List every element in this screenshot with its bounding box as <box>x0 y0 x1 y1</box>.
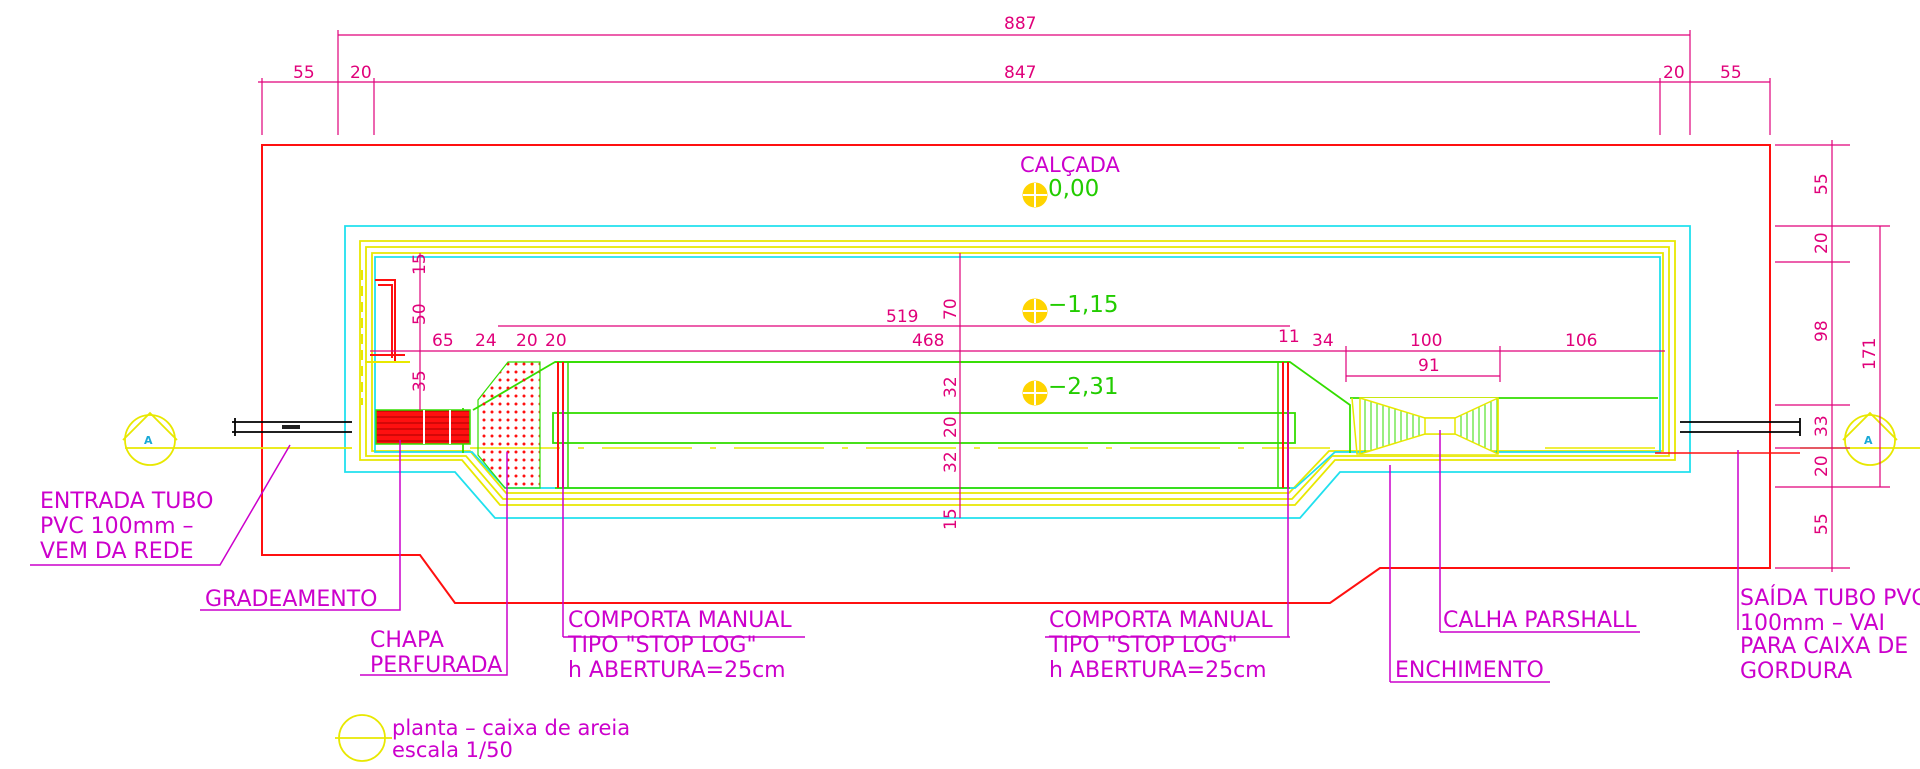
dim-468: 468 <box>912 331 944 351</box>
dim-v35: 35 <box>410 370 430 392</box>
parshall-flume <box>1351 397 1499 455</box>
level-marker-mid <box>1022 298 1048 324</box>
dimension-lines-vertical <box>419 253 961 518</box>
dim-91: 91 <box>1418 356 1440 376</box>
screening-label: GRADEAMENTO <box>205 587 377 612</box>
svg-text:COMPORTA MANUAL: COMPORTA MANUAL <box>568 608 792 633</box>
gate-left-label: COMPORTA MANUAL TIPO "STOP LOG" h ABERTU… <box>567 608 792 683</box>
dim-34: 34 <box>1312 331 1334 351</box>
stop-log-gate-right <box>1277 362 1289 488</box>
level-bottom: −2,31 <box>1048 374 1118 400</box>
section-marker-left: A <box>122 411 178 466</box>
dim-left-margin: 55 <box>293 63 315 83</box>
svg-text:h ABERTURA=25cm: h ABERTURA=25cm <box>568 658 786 683</box>
svg-text:100mm – VAI: 100mm – VAI <box>1740 611 1885 636</box>
grit-channel <box>552 412 1296 444</box>
dimension-lines-internal <box>370 325 1665 382</box>
perforated-plate <box>477 361 541 489</box>
svg-text:VEM DA REDE: VEM DA REDE <box>40 539 194 564</box>
sidewalk-label: CALÇADA <box>1020 153 1121 177</box>
dim-v20: 20 <box>941 416 961 438</box>
dim-106: 106 <box>1565 331 1597 351</box>
perforated-plate-label: CHAPA PERFURADA <box>370 628 502 678</box>
dim-519: 519 <box>886 307 918 327</box>
fill-label: ENCHIMENTO <box>1395 658 1544 683</box>
wall-line-2 <box>365 246 1670 500</box>
dim-v32a: 32 <box>941 376 961 398</box>
outer-wall-cyan <box>344 225 1691 519</box>
inlet-pipe <box>232 418 352 436</box>
svg-text:A: A <box>1864 434 1873 447</box>
dim-v15-top: 15 <box>410 253 430 275</box>
dim-100: 100 <box>1410 331 1442 351</box>
parshall-label: CALHA PARSHALL <box>1443 608 1637 633</box>
section-marker-right: A <box>1842 411 1898 466</box>
svg-text:ENTRADA TUBO: ENTRADA TUBO <box>40 489 213 514</box>
svg-text:SAÍDA TUBO PVC: SAÍDA TUBO PVC <box>1740 585 1920 611</box>
dim-left-wall: 20 <box>350 63 372 83</box>
dim-inner: 847 <box>1004 63 1036 83</box>
svg-text:PERFURADA: PERFURADA <box>370 653 502 678</box>
dim-v15-bottom: 15 <box>941 508 961 530</box>
svg-text:GORDURA: GORDURA <box>1740 659 1852 684</box>
inner-tank <box>374 256 1661 489</box>
dimension-lines-top <box>258 30 1771 135</box>
dim-24: 24 <box>475 331 497 351</box>
outlet-label: SAÍDA TUBO PVC 100mm – VAI PARA CAIXA DE… <box>1740 585 1920 684</box>
dim-total: 887 <box>1004 14 1036 34</box>
dim-r20a: 20 <box>1812 232 1832 254</box>
dim-r55b: 55 <box>1812 513 1832 535</box>
level-marker-bottom <box>1022 380 1048 406</box>
main-chamber <box>462 361 1351 453</box>
dim-r55a: 55 <box>1812 173 1832 195</box>
svg-text:PVC 100mm –: PVC 100mm – <box>40 514 194 539</box>
caption-title: planta – caixa de areia <box>392 716 630 740</box>
dim-20b: 20 <box>545 331 567 351</box>
dim-v50: 50 <box>410 303 430 325</box>
wall-line-3 <box>371 252 1664 494</box>
sidewalk-outline <box>261 144 1771 604</box>
dim-r171: 171 <box>1860 338 1880 370</box>
inlet-box <box>361 270 410 405</box>
dim-r33: 33 <box>1812 415 1832 437</box>
outlet-pipe <box>1680 418 1801 436</box>
dimension-lines-right <box>1775 140 1890 572</box>
wall-line-1 <box>359 240 1676 506</box>
dim-v32b: 32 <box>941 451 961 473</box>
caption-scale: escala 1/50 <box>392 738 513 762</box>
dim-65: 65 <box>432 331 454 351</box>
svg-text:h ABERTURA=25cm: h ABERTURA=25cm <box>1049 658 1267 683</box>
gate-right-label: COMPORTA MANUAL TIPO "STOP LOG" h ABERTU… <box>1048 608 1273 683</box>
svg-text:A: A <box>144 434 153 447</box>
svg-text:PARA CAIXA DE: PARA CAIXA DE <box>1740 634 1908 659</box>
level-marker-sidewalk <box>1022 182 1048 208</box>
svg-text:CHAPA: CHAPA <box>370 628 444 653</box>
caption-symbol <box>335 714 392 762</box>
dim-20a: 20 <box>516 331 538 351</box>
dim-r20b: 20 <box>1812 455 1832 477</box>
svg-text:COMPORTA MANUAL: COMPORTA MANUAL <box>1049 608 1273 633</box>
dim-r98: 98 <box>1812 320 1832 342</box>
dim-v70: 70 <box>941 298 961 320</box>
dim-right-margin: 55 <box>1720 63 1742 83</box>
dim-right-wall: 20 <box>1663 63 1685 83</box>
inlet-label: ENTRADA TUBO PVC 100mm – VEM DA REDE <box>40 489 213 564</box>
svg-text:TIPO "STOP LOG": TIPO "STOP LOG" <box>567 633 757 658</box>
level-mid: −1,15 <box>1048 292 1118 318</box>
sidewalk-level: 0,00 <box>1048 176 1099 202</box>
leader-lines <box>30 410 1739 683</box>
svg-text:TIPO "STOP LOG": TIPO "STOP LOG" <box>1048 633 1238 658</box>
dim-11: 11 <box>1278 327 1300 347</box>
